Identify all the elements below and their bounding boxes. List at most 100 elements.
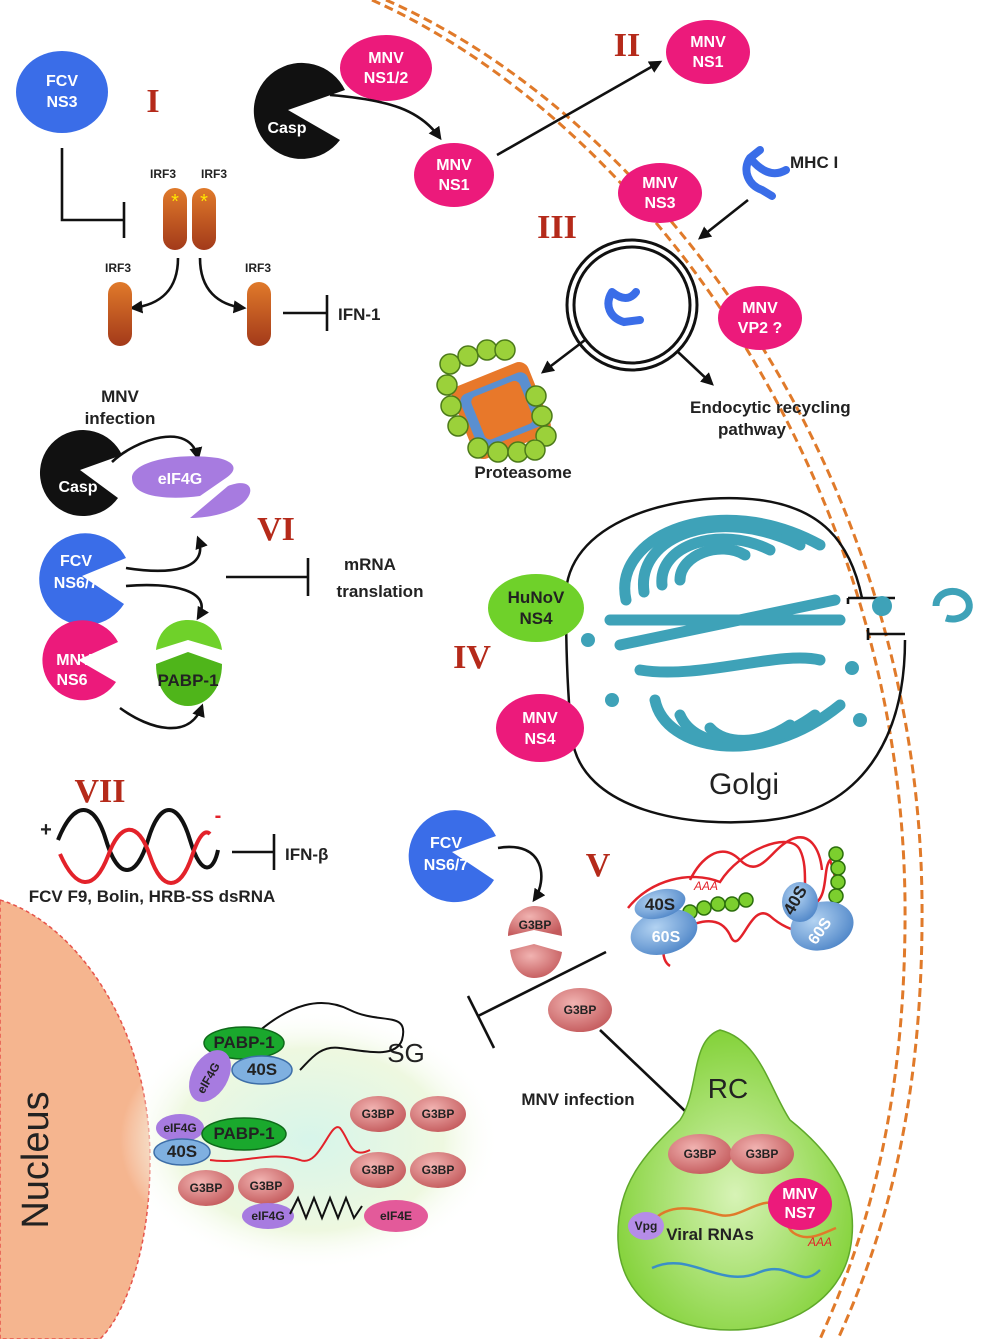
rc-label: RC (708, 1073, 748, 1104)
rc-g3bp-2 (730, 1134, 794, 1174)
mnv-vp2-bubble (718, 286, 802, 350)
to-recycling-arrow (677, 351, 714, 386)
phospho-star-left: * (171, 191, 179, 213)
ifn1-label: IFN-1 (338, 305, 381, 324)
proteasome-label: Proteasome (474, 463, 571, 482)
sg-pabp1-top-label: PABP-1 (213, 1033, 274, 1052)
ribosome-40s-left (634, 888, 686, 920)
section-vi: VI MNV infection Casp eIF4G FCV NS6/7 mR… (39, 387, 424, 730)
mnv-ns7-line2: NS7 (784, 1205, 815, 1222)
golgi-dot-1 (581, 633, 595, 647)
mnv-ns6-to-pabp-arrow (119, 703, 205, 730)
phospho-star-right: * (200, 191, 208, 213)
mnv-infection-top-line1: MNV (101, 387, 139, 406)
fcv-to-g3bp-arrow (497, 845, 546, 903)
sg-mrna-red (209, 1126, 371, 1162)
roman-iii: III (537, 209, 577, 246)
mnv-ns3-bubble (618, 163, 702, 223)
sg-g3bp-2 (238, 1168, 294, 1204)
irf3-dimer-left (163, 188, 187, 250)
plus-strand-sign: + (40, 819, 52, 841)
irf3-dimer-label-right: IRF3 (201, 167, 227, 181)
irf3-monomer-label-right: IRF3 (245, 261, 271, 275)
g3bp-free-label: G3BP (564, 1003, 597, 1017)
fcv-ns67-left-line2: NS6/7 (54, 575, 99, 592)
mnv-infection-top-line2: infection (85, 409, 156, 428)
sg-eif4e (364, 1200, 428, 1232)
fcv-ns3-line1: FCV (46, 73, 78, 90)
golgi-dot-2 (845, 661, 859, 675)
mnv-ns1-a-line1: MNV (436, 157, 472, 174)
section-v: V FCV NS6/7 G3BP AAA 40S 60S (408, 810, 854, 1132)
endocytic-line2: pathway (718, 420, 787, 439)
mnv-ns1-bubble-b (666, 20, 750, 84)
dsrna-minus-strand (58, 827, 212, 885)
irf3-ifn1-inhibition (283, 295, 329, 331)
golgi-label: Golgi (709, 768, 779, 801)
casp-label-top: Casp (267, 120, 306, 137)
golgi-membrane-bottom (570, 639, 907, 824)
g3bp-free (548, 988, 612, 1032)
dsrna-plus-strand (56, 808, 220, 872)
sg-40s-mid-label: 40S (167, 1142, 197, 1161)
mrna-translation-line2: translation (337, 582, 424, 601)
vesicle (872, 596, 892, 616)
casp-label-mid: Casp (58, 479, 97, 496)
sg-g3bp-3 (350, 1096, 406, 1132)
proteasome-icon (436, 339, 557, 463)
hunov-ns4-bubble (488, 574, 584, 642)
mnv-vp2-line2: VP2 ? (738, 320, 782, 337)
mnv-ns1-a-line2: NS1 (438, 177, 469, 194)
sg-eif4g-bottom-label: eIF4G (251, 1209, 284, 1223)
sg-eif4g-mid (156, 1114, 204, 1142)
sg-formation-inhibition (466, 950, 607, 1049)
section-vii: VII + - IFN-β FCV F9, Bolin, HRB-SS dsRN… (29, 773, 329, 906)
mrna-strand-top (688, 836, 824, 881)
mnv-ns1-b-line1: MNV (690, 34, 726, 51)
mnv-ns3-line1: MNV (642, 175, 678, 192)
endocytic-line1: Endocytic recycling (690, 398, 851, 417)
sg-g3bp-6-label: G3BP (422, 1163, 455, 1177)
sg-g3bp-6 (410, 1152, 466, 1188)
fcv-ns3-line2: NS3 (46, 94, 77, 111)
golgi-dot-4 (853, 713, 867, 727)
pabp1-label-mid: PABP-1 (157, 671, 218, 690)
sg-mrna-zigzag (289, 1195, 363, 1221)
irf3-split-right-arrow (198, 257, 247, 314)
irf3-monomer-right (247, 282, 271, 346)
roman-i: I (146, 83, 159, 120)
sg-g3bp-4 (410, 1096, 466, 1132)
mnv-ns6-line1: MNV (56, 652, 92, 669)
section-iii: III MNV NS3 MHC I MNV VP2 ? (436, 146, 851, 482)
pabp1-bottom (156, 652, 222, 706)
hunov-ns4-line2: NS4 (519, 609, 553, 628)
golgi-exit-block-bottom (866, 628, 905, 640)
section-iv: IV HuNoV NS4 MNV NS4 Golgi (453, 496, 973, 824)
mhc-endocytosis-arrow (697, 198, 749, 240)
mhc-i-internalized (604, 288, 644, 327)
eif4g-cleaved-bottom (190, 483, 251, 518)
section-ii: II Casp MNV NS1/2 MNV NS1 MNV NS1 (253, 20, 750, 207)
sg-40s-top (231, 1055, 293, 1085)
rc-g3bp-1 (668, 1134, 732, 1174)
golgi-membrane-top (564, 496, 864, 604)
fcv-ns67-lower-line2: NS6/7 (424, 857, 469, 874)
sg-eif4g-mid-label: eIF4G (163, 1121, 196, 1135)
sg-label: SG (387, 1038, 425, 1068)
sg-pabp1-mid-label: PABP-1 (213, 1124, 274, 1143)
ribosome-40s-left-label: 40S (645, 895, 675, 914)
mhc-i-label: MHC I (790, 153, 838, 172)
roman-vii: VII (74, 773, 125, 810)
mnv-ns1-2-bubble (340, 35, 432, 101)
mnv-vp2-line1: MNV (742, 300, 778, 317)
casp-pacman-mid (39, 430, 122, 517)
sg-g3bp-5 (350, 1152, 406, 1188)
sg-pabp1-mid (201, 1117, 287, 1151)
rc-vpg (628, 1212, 664, 1240)
nascent-peptide-left (682, 892, 754, 920)
rc-g3bp-1-label: G3BP (684, 1147, 717, 1161)
irf3-dimer-label-left: IRF3 (150, 167, 176, 181)
rc-viral-rnas-label: Viral RNAs (666, 1225, 754, 1244)
fcv-ns3-inhibition (60, 148, 126, 238)
cell-membrane (371, 0, 924, 1339)
